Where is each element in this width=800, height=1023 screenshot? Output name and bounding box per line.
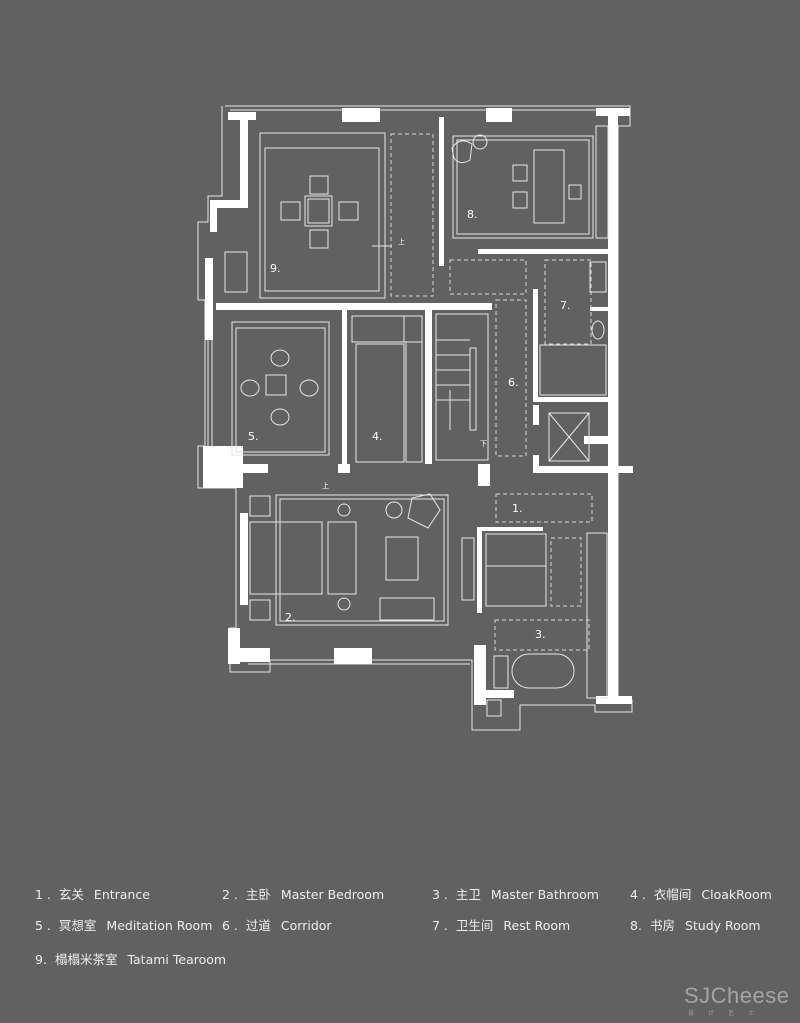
legend-en: Meditation Room — [106, 918, 213, 933]
legend-item-3: 3 . 主卫 Master Bathroom — [432, 884, 599, 903]
room-labels: 1. 2. 3. 4. 5. 6. 7. 8. 9. 上 上 下 — [248, 208, 571, 641]
legend-num: 3 . — [432, 887, 448, 902]
legend-num: 2 . — [222, 887, 238, 902]
room-label-2: 2. — [285, 611, 296, 624]
room-label-7: 7. — [560, 299, 571, 312]
legend-zh: 榻榻米茶室 — [54, 952, 118, 967]
legend-num: 7 . — [432, 918, 448, 933]
restroom-fixtures — [539, 259, 607, 462]
legend-zh: 衣帽间 — [653, 887, 692, 902]
room-label-8: 8. — [467, 208, 478, 221]
stair-up-label: 上 — [398, 237, 405, 246]
legend-zh: 玄关 — [58, 887, 84, 902]
legend-en: Entrance — [93, 887, 150, 902]
stair-up-label-2: 上 — [322, 481, 329, 490]
legend-num: 8. — [630, 918, 642, 933]
walls — [203, 108, 633, 705]
legend-en: Master Bedroom — [280, 887, 385, 902]
legend-en: CloakRoom — [701, 887, 772, 902]
legend-zh: 书房 — [649, 918, 675, 933]
legend-zh: 卫生间 — [455, 918, 494, 933]
legend-item-6: 6 . 过道 Corridor — [222, 915, 332, 934]
legend-num: 5 . — [35, 918, 51, 933]
legend-item-8: 8. 书房 Study Room — [630, 915, 761, 934]
room-label-5: 5. — [248, 430, 259, 443]
legend-zh: 过道 — [245, 918, 271, 933]
study-furniture — [451, 125, 609, 239]
meditation-furniture — [231, 321, 330, 456]
legend-en: Tatami Tearoom — [127, 952, 227, 967]
legend-item-2: 2 . 主卧 Master Bedroom — [222, 884, 384, 903]
room-label-1: 1. — [512, 502, 523, 515]
legend-item-9: 9. 榻榻米茶室 Tatami Tearoom — [35, 949, 226, 968]
legend-num: 9. — [35, 952, 47, 967]
room-label-6: 6. — [508, 376, 519, 389]
watermark-sub: 设计艺士 — [688, 1010, 769, 1017]
bathroom-fixtures — [485, 532, 608, 717]
legend-zh: 冥想室 — [58, 918, 97, 933]
stair-down-label: 下 — [480, 440, 487, 448]
tatami-furniture — [224, 132, 434, 299]
outer-outline — [197, 105, 633, 731]
legend-en: Master Bathroom — [490, 887, 599, 902]
legend-zh: 主卫 — [455, 887, 481, 902]
legend-en: Rest Room — [503, 918, 571, 933]
legend-num: 1 . — [35, 887, 51, 902]
room-label-4: 4. — [372, 430, 383, 443]
room-label-9: 9. — [270, 262, 281, 275]
legend-en: Study Room — [684, 918, 761, 933]
legend-zh: 主卧 — [245, 887, 271, 902]
legend-item-4: 4 . 衣帽间 CloakRoom — [630, 884, 772, 903]
cloakroom-furniture — [351, 315, 423, 463]
legend-item-7: 7 . 卫生间 Rest Room — [432, 915, 570, 934]
watermark-logo: SJCheese — [684, 983, 790, 1008]
legend-item-1: 1 . 玄关 Entrance — [35, 884, 150, 903]
legend-item-5: 5 . 冥想室 Meditation Room — [35, 915, 212, 934]
legend-en: Corridor — [280, 918, 332, 933]
room-label-3: 3. — [535, 628, 546, 641]
bedroom-furniture — [249, 493, 475, 626]
legend-num: 6 . — [222, 918, 238, 933]
stair-corridor — [435, 259, 593, 523]
legend-num: 4 . — [630, 887, 646, 902]
